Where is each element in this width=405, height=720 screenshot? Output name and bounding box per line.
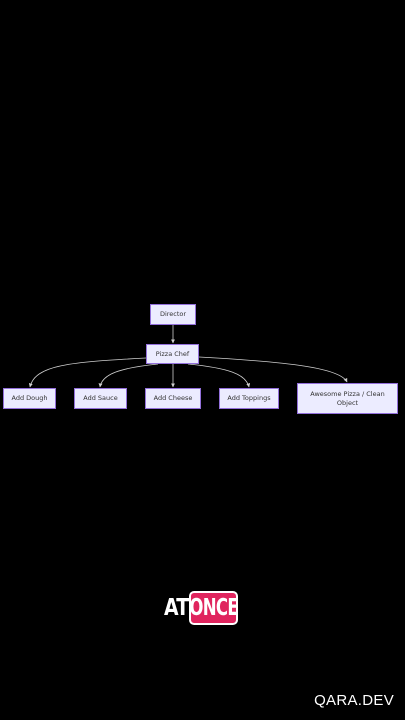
edge-pizza-chef-to-add-toppings bbox=[187, 363, 251, 388]
node-add-toppings-label: Add Toppings bbox=[227, 394, 271, 402]
node-director: Director bbox=[150, 304, 196, 325]
node-awesome-pizza-label: Awesome Pizza / Clean Object bbox=[310, 389, 385, 407]
node-pizza-chef: Pizza Chef bbox=[146, 344, 199, 364]
node-add-dough: Add Dough bbox=[3, 388, 56, 409]
node-awesome-pizza: Awesome Pizza / Clean Object bbox=[297, 383, 398, 414]
logo-once-badge: ONCE bbox=[189, 591, 238, 625]
node-add-cheese-label: Add Cheese bbox=[153, 394, 193, 402]
node-pizza-chef-label: Pizza Chef bbox=[155, 349, 190, 358]
node-director-label: Director bbox=[159, 310, 187, 318]
node-add-cheese: Add Cheese bbox=[145, 388, 201, 409]
logo-text-at: AT bbox=[164, 595, 189, 621]
edge-pizza-chef-to-add-sauce bbox=[98, 363, 159, 388]
logo-text-once: ONCE bbox=[189, 595, 238, 621]
edge-pizza-chef-to-awesome-pizza bbox=[198, 356, 348, 383]
node-add-sauce-label: Add Sauce bbox=[83, 394, 118, 402]
node-add-sauce: Add Sauce bbox=[74, 388, 127, 409]
edge-pizza-chef-to-add-dough bbox=[28, 357, 147, 388]
node-add-toppings: Add Toppings bbox=[219, 388, 279, 409]
node-add-dough-label: Add Dough bbox=[11, 394, 48, 402]
watermark: QARA.DEV bbox=[314, 692, 394, 709]
atonce-logo: AT ONCE bbox=[164, 589, 238, 627]
